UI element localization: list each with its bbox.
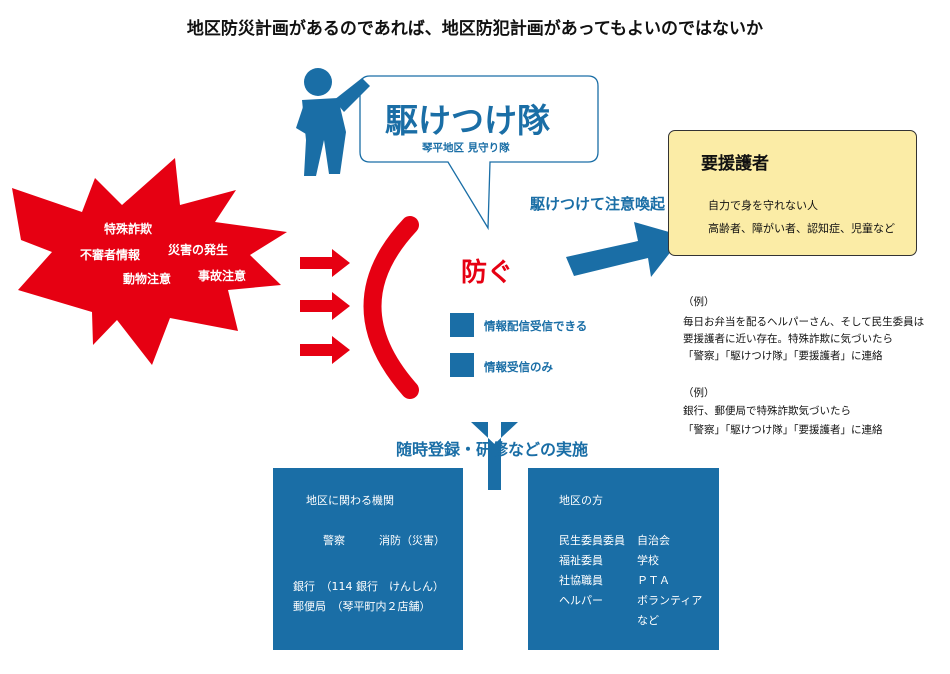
- threat-label: 不審者情報: [80, 248, 141, 262]
- registration-label: 随時登録・研修などの実施: [396, 440, 589, 459]
- care-box-line: 高齢者、障がい者、認知症、児童など: [708, 222, 895, 235]
- institutions-title: 地区に関わる機関: [306, 494, 394, 507]
- squad-name: 駆けつけ隊: [385, 101, 550, 140]
- institution-item: 消防（災害）: [379, 534, 445, 547]
- threat-label: 事故注意: [198, 269, 247, 283]
- example-line: 「警察」「駆けつけ隊」「要援護者」に連絡: [683, 424, 883, 436]
- starburst-shape: [12, 158, 287, 365]
- example-line: 銀行、郵便局で特殊詐欺気づいたら: [683, 405, 851, 417]
- threat-label: 災害の発生: [168, 243, 229, 257]
- locals-item: 社協職員: [559, 574, 603, 587]
- red-arrows: [300, 249, 350, 364]
- squad-subtitle: 琴平地区 見守り隊: [422, 142, 510, 154]
- big-arrow-icon: [566, 222, 683, 277]
- example-heading: （例）: [683, 387, 715, 399]
- up-arrow-icon: [471, 422, 518, 490]
- locals-item: 民生委員委員: [559, 534, 625, 547]
- option-label: 情報配信受信できる: [484, 319, 588, 333]
- person-figure-icon: [296, 68, 370, 176]
- threat-label: 特殊詐欺: [104, 222, 153, 236]
- care-box-title: 要援護者: [701, 154, 769, 174]
- example-line: 「警察」「駆けつけ隊」「要援護者」に連絡: [683, 350, 883, 362]
- arrow-icon: [300, 249, 350, 277]
- locals-item: など: [637, 614, 659, 627]
- arrow-icon: [300, 336, 350, 364]
- locals-item: ヘルパー: [559, 594, 603, 607]
- page-title: 地区防災計画があるのであれば、地区防犯計画があってもよいのではないか: [186, 19, 764, 39]
- example-line: 毎日お弁当を配るヘルパーさん、そして民生委員は: [683, 316, 925, 328]
- option-square: [450, 313, 474, 337]
- locals-item: 自治会: [637, 534, 670, 547]
- locals-item: 福祉委員: [559, 554, 603, 567]
- locals-item: ＰＴＡ: [637, 574, 670, 587]
- threat-label: 動物注意: [123, 272, 172, 286]
- locals-item: 学校: [637, 554, 659, 567]
- example-heading: （例）: [683, 296, 715, 308]
- locals-title: 地区の方: [559, 494, 603, 507]
- institution-item: 警察: [323, 534, 345, 547]
- institution-item: 郵便局 （琴平町内２店舗）: [293, 600, 431, 613]
- care-box: 要援護者 自力で身を守れない人 高齢者、障がい者、認知症、児童など: [668, 130, 917, 256]
- example-line: 要援護者に近い存在。特殊詐欺に気づいたら: [683, 333, 893, 345]
- care-box-line: 自力で身を守れない人: [708, 199, 818, 212]
- locals-box: 地区の方 民生委員委員 福祉委員 社協職員 ヘルパー 自治会 学校 ＰＴＡ ボラ…: [528, 468, 719, 650]
- prevent-label: 防ぐ: [461, 258, 514, 288]
- option-label: 情報受信のみ: [484, 360, 553, 374]
- locals-item: ボランティア: [637, 594, 703, 607]
- rush-label: 駆けつけて注意喚起: [530, 195, 666, 213]
- shield-arc: [363, 216, 419, 399]
- institution-item: 銀行 （114 銀行 けんしん）: [293, 580, 444, 593]
- option-square: [450, 353, 474, 377]
- institutions-box: 地区に関わる機関 警察 消防（災害） 銀行 （114 銀行 けんしん） 郵便局 …: [273, 468, 463, 650]
- arrow-icon: [300, 292, 350, 320]
